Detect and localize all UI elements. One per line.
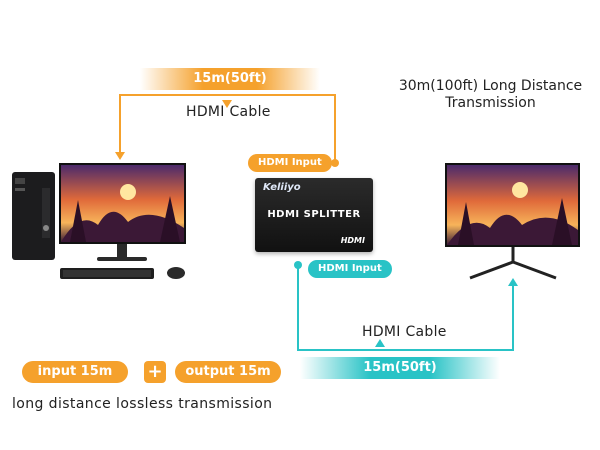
bottom-mid-arrow [375,339,385,347]
tagline: long distance lossless transmission [12,396,273,412]
bottom-cable-dot [294,261,302,269]
transmission-title: 30m(100ft) Long Distance Transmission [398,78,583,111]
keyboard [60,268,154,279]
bottom-cable-label: HDMI Cable [362,324,447,340]
top-cable [115,94,339,167]
splitter-brand: Keliiyo [263,182,301,193]
bottom-cable-arrow [508,278,518,286]
top-cable-arrow [115,152,125,160]
splitter-hdmi-logo: HDMI [340,236,365,245]
top-mid-arrow [222,100,232,108]
output-distance-pill: output 15m [175,361,281,383]
top-distance-label: 15m(50ft) [140,68,320,90]
pc-monitor [59,163,186,261]
hdmi-input-badge-top: HDMI Input [248,154,332,172]
hdmi-input-badge-bottom: HDMI Input [308,260,392,278]
pc-tower [12,172,55,260]
hdmi-splitter-device: Keliiyo HDMI SPLITTER HDMI [255,178,373,252]
input-distance-pill: input 15m [22,361,128,383]
top-cable-label: HDMI Cable [186,104,271,120]
splitter-title: HDMI SPLITTER [267,209,361,220]
display-monitor [445,163,580,280]
top-cable-dot [331,159,339,167]
bottom-cable [294,261,518,351]
plus-icon: + [144,361,166,383]
mouse [167,267,185,279]
bottom-distance-label: 15m(50ft) [300,357,500,379]
